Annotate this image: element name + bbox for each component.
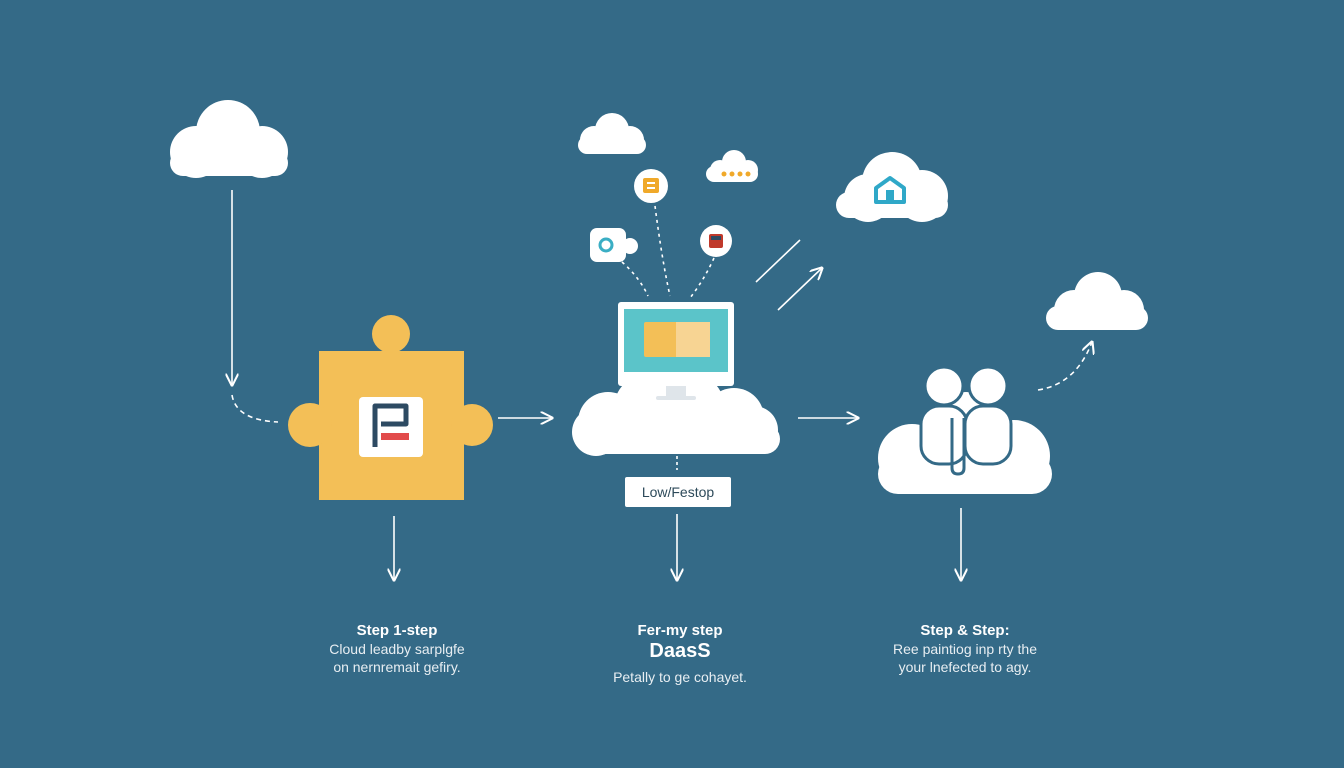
- puzzle-piece-icon: [288, 315, 493, 500]
- cloud-icon: [1046, 272, 1148, 330]
- step-3-caption: Step & Step: Ree paintiog inp rty the yo…: [850, 622, 1080, 676]
- step-1-heading: Step 1-step: [356, 622, 438, 639]
- arrow-right-icon: [777, 268, 822, 311]
- cloud-icon: [572, 374, 780, 456]
- step-3-heading: Step & Step:: [920, 622, 1010, 639]
- step-3-description-line-1: Ree paintiog inp rty the: [893, 641, 1037, 657]
- step-2-title: DaasS: [649, 640, 711, 662]
- monitor-icon: [618, 302, 734, 400]
- paperclip-icon: [950, 418, 966, 476]
- step-2-heading: Fer-my step: [637, 622, 723, 639]
- cloud-icon: [706, 150, 758, 182]
- cloud-icon: [836, 152, 948, 222]
- cloud-icon: [578, 113, 646, 154]
- flow-connectors: [232, 190, 1092, 580]
- users-icon: [919, 365, 1013, 466]
- middle-step-tag: Low/Festop: [625, 477, 731, 507]
- home-icon: [874, 176, 906, 204]
- step-1-caption: Step 1-step Cloud leadby sarplgfe on ner…: [282, 622, 512, 676]
- chat-bubble-icon: [590, 228, 638, 262]
- cloud-icon: [170, 100, 288, 178]
- chat-bubble-icon: [721, 171, 751, 177]
- step-1-description-line-2: on nernremait gefiry.: [333, 659, 461, 675]
- document-icon: [359, 397, 423, 457]
- step-2-caption: Fer-my step DaasS Petally to ge cohayet.: [565, 622, 795, 686]
- step-3-description-line-2: your lnefected to agy.: [898, 659, 1032, 675]
- step-1-description-line-1: Cloud leadby sarplgfe: [329, 641, 465, 657]
- chat-bubble-icon: [634, 169, 668, 203]
- step-2-description-line-1: Petally to ge cohayet.: [613, 669, 747, 685]
- chat-bubble-icon: [700, 225, 732, 257]
